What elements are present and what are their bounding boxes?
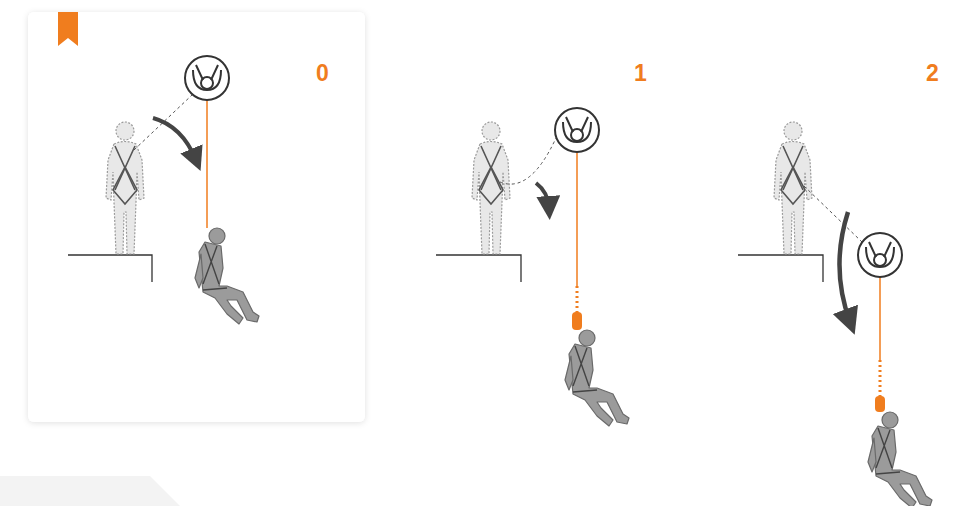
step-number: 1 — [634, 62, 647, 85]
step-number: 0 — [316, 62, 329, 85]
step-number: 2 — [926, 62, 939, 85]
